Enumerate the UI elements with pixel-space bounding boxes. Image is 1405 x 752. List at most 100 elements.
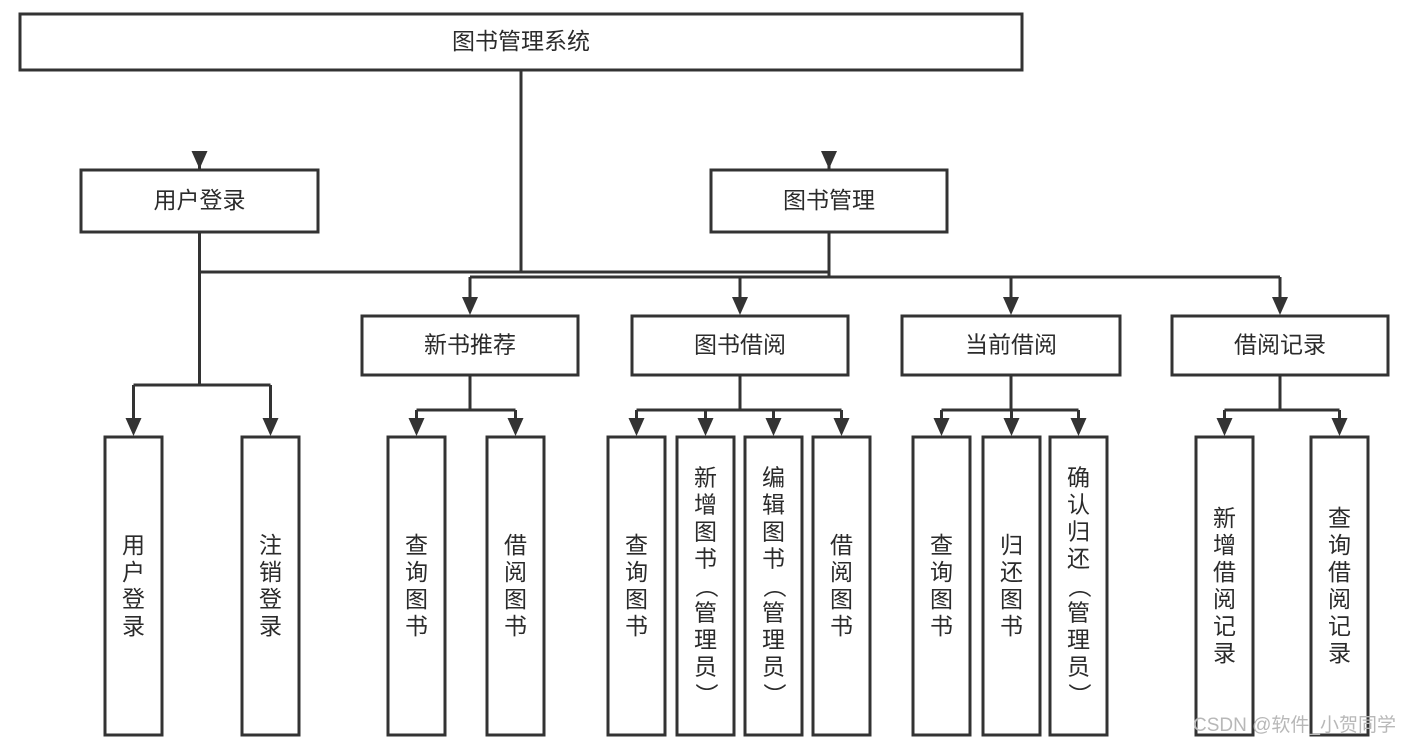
svg-text:新: 新	[694, 465, 717, 491]
svg-text:图: 图	[762, 519, 785, 545]
csdn-watermark: CSDN @软件_小贺同学	[1193, 714, 1396, 736]
node-box-current-borrow	[900, 314, 1122, 377]
svg-text:增: 增	[694, 492, 717, 518]
svg-text:还: 还	[1000, 559, 1023, 585]
arrow-to-leaf-query-book-current	[933, 418, 950, 436]
arrow-to-leaf-query-book-borrow	[628, 418, 645, 436]
svg-text:管: 管	[762, 600, 785, 626]
svg-text:查: 查	[625, 532, 648, 558]
svg-text:询: 询	[625, 559, 648, 585]
svg-text:查: 查	[405, 532, 428, 558]
svg-text:图: 图	[625, 586, 648, 612]
svg-text:登: 登	[259, 586, 282, 612]
node-box-leaf-borrow-book	[811, 435, 872, 737]
svg-text:新: 新	[1213, 505, 1236, 531]
arrow-to-leaf-borrow-book-recommend	[507, 418, 524, 436]
node-book-borrow[interactable]: 图书借阅	[630, 314, 850, 377]
node-label-borrow-record: 借阅记录	[1234, 332, 1326, 358]
svg-text:图: 图	[694, 519, 717, 545]
node-box-leaf-return-book	[981, 435, 1042, 737]
node-box-user-login	[79, 168, 320, 234]
svg-text:借: 借	[1213, 559, 1236, 585]
node-box-leaf-query-book-borrow	[606, 435, 667, 737]
arrow-to-leaf-add-book-admin	[697, 418, 714, 436]
svg-text:书: 书	[1000, 613, 1023, 639]
svg-text:理: 理	[762, 627, 785, 653]
node-root[interactable]: 图书管理系统	[18, 12, 1024, 72]
svg-text:理: 理	[1067, 627, 1090, 653]
svg-text:管: 管	[1067, 600, 1090, 626]
svg-text:书: 书	[405, 613, 428, 639]
node-user-login[interactable]: 用户登录	[79, 168, 320, 234]
svg-text:图: 图	[1000, 586, 1023, 612]
svg-text:户: 户	[122, 559, 145, 585]
arrow-to-leaf-query-book-recommend	[408, 418, 425, 436]
arrow-to-leaf-query-borrow-record	[1331, 418, 1348, 436]
svg-text:录: 录	[259, 613, 282, 639]
svg-text:阅: 阅	[504, 559, 527, 585]
arrow-to-leaf-edit-book-admin	[765, 418, 782, 436]
svg-text:员: 员	[762, 654, 785, 680]
node-label-leaf-user-login: 用户登录	[122, 532, 145, 639]
svg-text:阅: 阅	[1213, 586, 1236, 612]
svg-text:（: （	[694, 575, 720, 598]
svg-text:借: 借	[504, 532, 527, 558]
svg-text:书: 书	[694, 546, 717, 572]
arrow-to-leaf-user-login	[125, 418, 142, 436]
node-book-management[interactable]: 图书管理	[709, 168, 949, 234]
arrow-to-leaf-return-book	[1003, 418, 1020, 436]
node-borrow-record[interactable]: 借阅记录	[1170, 314, 1390, 377]
svg-text:（: （	[1067, 575, 1093, 598]
node-box-leaf-query-book-current	[911, 435, 972, 737]
svg-text:）: ）	[694, 683, 720, 706]
svg-text:理: 理	[694, 627, 717, 653]
node-label-book-borrow: 图书借阅	[694, 332, 786, 358]
svg-text:查: 查	[1328, 505, 1351, 531]
svg-text:归: 归	[1067, 519, 1090, 545]
node-box-leaf-user-logout	[240, 435, 301, 737]
svg-text:归: 归	[1000, 532, 1023, 558]
arrow-to-leaf-confirm-return-admin	[1070, 418, 1087, 436]
arrow-to-leaf-user-logout	[262, 418, 279, 436]
node-box-new-book-recommend	[360, 314, 580, 377]
node-current-borrow[interactable]: 当前借阅	[900, 314, 1122, 377]
svg-text:注: 注	[259, 532, 282, 558]
node-box-book-management	[709, 168, 949, 234]
node-box-leaf-edit-book-admin	[743, 435, 804, 737]
arrow-to-current-borrow	[1003, 297, 1019, 315]
svg-text:查: 查	[930, 532, 953, 558]
svg-text:阅: 阅	[830, 559, 853, 585]
svg-text:）: ）	[762, 683, 788, 706]
node-box-root	[18, 12, 1024, 72]
node-new-book-recommend[interactable]: 新书推荐	[360, 314, 580, 377]
node-leaf-user-login[interactable]: 用户登录	[103, 435, 164, 737]
arrow-to-new-book-recommend	[462, 297, 478, 315]
svg-text:记: 记	[1328, 613, 1351, 639]
svg-text:用: 用	[122, 532, 145, 558]
svg-text:图: 图	[830, 586, 853, 612]
arrow-to-leaf-add-borrow-record	[1216, 418, 1233, 436]
node-label-current-borrow: 当前借阅	[965, 332, 1057, 358]
